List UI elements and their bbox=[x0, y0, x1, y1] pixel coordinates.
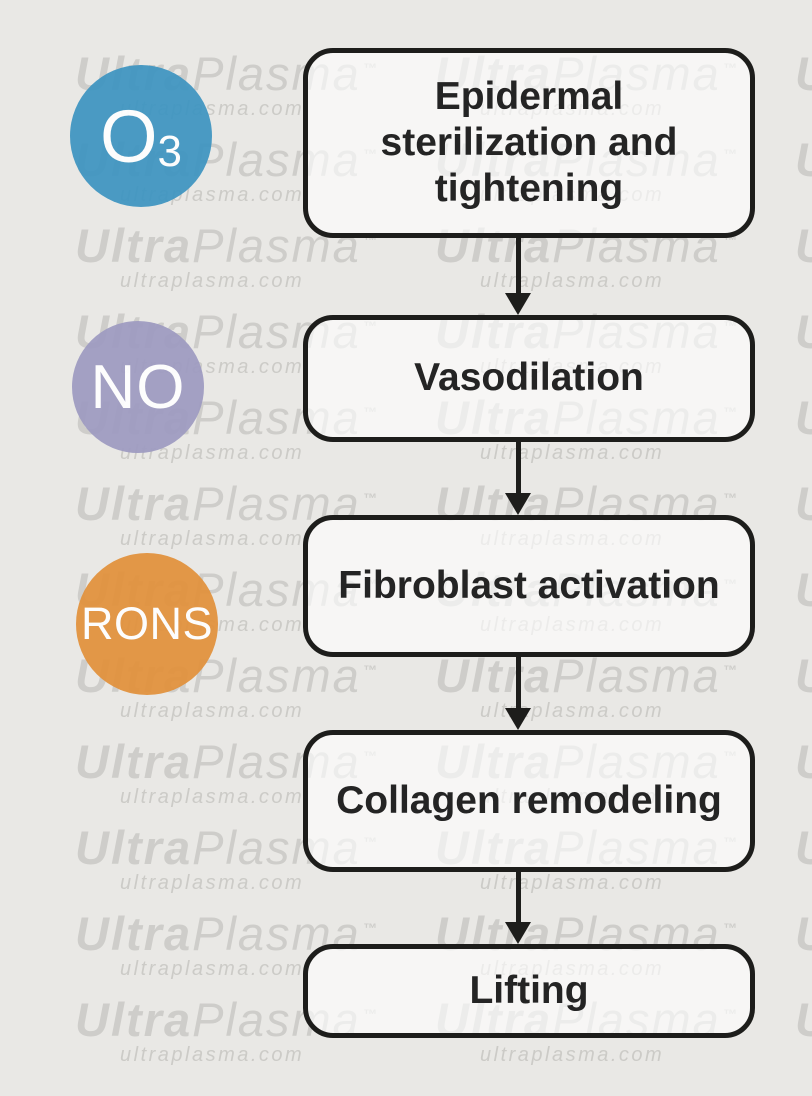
molecule-label-ozone: O bbox=[99, 94, 158, 178]
flow-step-epidermal-sterilization: Epidermal sterilization and tightening bbox=[303, 48, 755, 238]
flow-step-lifting: Lifting bbox=[303, 944, 755, 1038]
arrow-head bbox=[505, 708, 531, 730]
molecule-label-nitric-oxide: NO bbox=[90, 352, 186, 422]
arrow-shaft bbox=[515, 442, 521, 493]
watermark-domain-text: ultraplasma.com bbox=[120, 528, 305, 550]
arrow-shaft bbox=[515, 657, 521, 708]
flowchart: Epidermal sterilization and tightening V… bbox=[303, 0, 755, 1096]
arrow-head bbox=[505, 493, 531, 515]
arrow-shaft bbox=[515, 872, 521, 922]
flow-step-label: Fibroblast activation bbox=[338, 563, 720, 607]
watermark-domain-text: ultraplasma.com bbox=[120, 1044, 305, 1066]
molecule-subscript-ozone: 3 bbox=[157, 127, 183, 176]
molecule-badge-rons: RONS bbox=[76, 553, 218, 695]
watermark-domain-text: ultraplasma.com bbox=[480, 270, 665, 292]
watermark-domain-text: ultraplasma.com bbox=[120, 270, 305, 292]
flow-step-label: Vasodilation bbox=[414, 356, 644, 400]
arrow-down-icon bbox=[505, 442, 531, 515]
watermark-domain-text: ultraplasma.com bbox=[120, 786, 305, 808]
arrow-down-icon bbox=[505, 657, 531, 730]
molecule-label-rons: RONS bbox=[80, 598, 213, 649]
arrow-head bbox=[505, 293, 531, 315]
arrow-head bbox=[505, 922, 531, 944]
watermark-domain-text: ultraplasma.com bbox=[480, 1044, 665, 1066]
watermark-domain-text: ultraplasma.com bbox=[480, 442, 665, 464]
watermark-domain-text: ultraplasma.com bbox=[120, 442, 305, 464]
flow-step-label: Epidermal sterilization and tightening bbox=[380, 74, 678, 210]
arrow-down-icon bbox=[505, 238, 531, 315]
flow-step-fibroblast-activation: Fibroblast activation bbox=[303, 515, 755, 657]
watermark-domain-text: ultraplasma.com bbox=[480, 872, 665, 894]
flow-step-label: Collagen remodeling bbox=[336, 778, 722, 822]
arrow-shaft bbox=[515, 238, 521, 293]
molecule-badge-nitric-oxide: NO bbox=[72, 321, 204, 453]
flow-step-collagen-remodeling: Collagen remodeling bbox=[303, 730, 755, 872]
watermark-domain-text: ultraplasma.com bbox=[120, 700, 305, 722]
flow-step-label: Lifting bbox=[469, 968, 589, 1012]
watermark-domain-text: ultraplasma.com bbox=[120, 958, 305, 980]
arrow-down-icon bbox=[505, 872, 531, 944]
watermark-domain-text: ultraplasma.com bbox=[120, 872, 305, 894]
flow-step-vasodilation: Vasodilation bbox=[303, 315, 755, 442]
